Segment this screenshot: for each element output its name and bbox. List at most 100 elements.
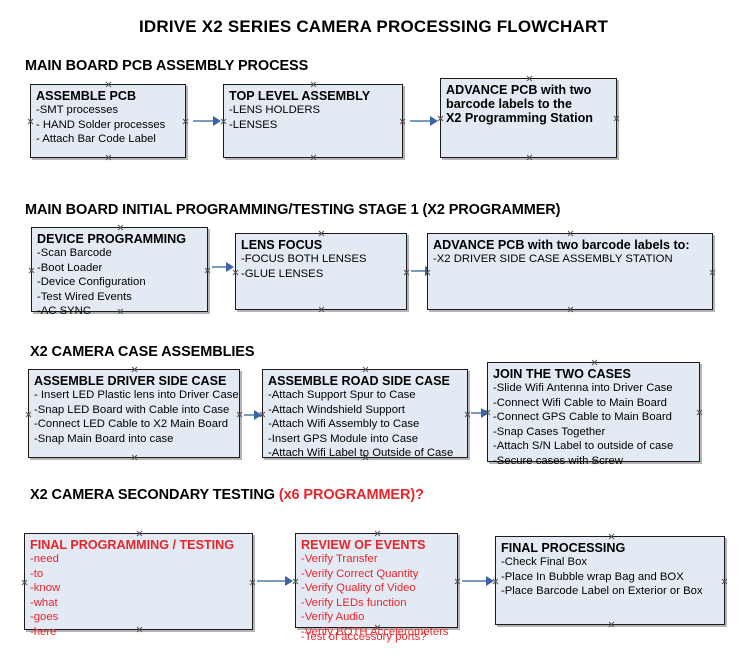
node-assemble-driver-side-case[interactable]: ASSEMBLE DRIVER SIDE CASE - Insert LED P… [28, 369, 240, 458]
node-title: TOP LEVEL ASSEMBLY [229, 89, 371, 103]
node-title: ADVANCE PCB with two [446, 83, 592, 97]
node-line: -here [30, 625, 57, 638]
node-overflow-line: -Test of accessory ports? [301, 631, 427, 643]
node-line: - HAND Solder processes [36, 118, 166, 131]
node-line: -Attach Support Spur to Case [268, 389, 416, 401]
node-join-the-two-cases[interactable]: JOIN THE TWO CASES -Slide Wifi Antenna i… [487, 359, 703, 467]
node-body: JOIN THE TWO CASES -Slide Wifi Antenna i… [493, 367, 697, 468]
connector-handle-top [591, 359, 598, 366]
node-line: -Slide Wifi Antenna into Driver Case [493, 382, 673, 394]
node-line: -Connect GPS Cable to Main Board [493, 411, 672, 423]
node-body: TOP LEVEL ASSEMBLY -LENS HOLDERS -LENSES [229, 89, 400, 132]
node-line: -Verify BOTH Accelerometers [301, 625, 449, 638]
node-assemble-road-side-case[interactable]: ASSEMBLE ROAD SIDE CASE -Attach Support … [262, 366, 468, 459]
section-heading-1-text: MAIN BOARD PCB ASSEMBLY PROCESS [25, 58, 309, 74]
node-line: -Connect Wifi Cable to Main Board [493, 396, 667, 409]
node-assemble-pcb[interactable]: ASSEMBLE PCB -SMT processes - HAND Solde… [30, 84, 186, 158]
connector-handle-right [399, 118, 406, 125]
connector-handle-left [220, 118, 227, 125]
node-line: -Place Barcode Label on Exterior or Box [501, 585, 703, 597]
connector-handle-right [204, 267, 211, 274]
node-title: ASSEMBLE PCB [36, 89, 137, 103]
node-line: - Insert LED Plastic lens into Driver Ca… [34, 389, 239, 401]
node-line: -Place In Bubble wrap Bag and BOX [501, 570, 684, 583]
node-final-processing[interactable]: FINAL PROCESSING -Check Final Box -Place… [495, 536, 725, 625]
arrow-shaft [410, 120, 431, 122]
arrow-connector [471, 408, 489, 418]
node-title: ASSEMBLE DRIVER SIDE CASE [34, 374, 227, 388]
node-title: FINAL PROGRAMMING / TESTING [30, 538, 235, 552]
node-body: LENS FOCUS -FOCUS BOTH LENSES -GLUE LENS… [241, 238, 404, 281]
node-line: - Attach Bar Code Label [36, 133, 156, 145]
node-title: DEVICE PROGRAMMING [37, 232, 187, 246]
node-lens-focus[interactable]: LENS FOCUS -FOCUS BOTH LENSES -GLUE LENS… [235, 233, 407, 310]
node-body: ASSEMBLE DRIVER SIDE CASE - Insert LED P… [34, 374, 239, 446]
node-top-level-assembly[interactable]: TOP LEVEL ASSEMBLY -LENS HOLDERS -LENSES [223, 84, 403, 158]
connector-handle-bottom [608, 621, 615, 628]
node-line: -Snap Main Board into case [34, 432, 174, 445]
node-line: -what [30, 596, 58, 609]
node-final-programming-testing[interactable]: FINAL PROGRAMMING / TESTING -need -to -k… [24, 533, 256, 638]
connector-handle-right [249, 579, 256, 586]
arrow-connector [244, 410, 262, 420]
section-heading-2-text: MAIN BOARD INITIAL PROGRAMMING/TESTING S… [25, 202, 561, 218]
arrow-head [213, 116, 221, 126]
node-line: -Verify Correct Quantity [301, 567, 419, 580]
connector-handle-left [437, 115, 444, 122]
node-body: ASSEMBLE PCB -SMT processes - HAND Solde… [36, 89, 183, 147]
node-line: -need [30, 553, 59, 565]
arrow-shaft [212, 266, 227, 268]
section-heading-1: MAIN BOARD PCB ASSEMBLY PROCESS [25, 58, 308, 74]
node-line: -Snap Cases Together [493, 425, 606, 438]
node-advance-pcb-driver-side-station[interactable]: ADVANCE PCB with two barcode labels to: … [427, 233, 713, 310]
node-line: -Insert GPS Module into Case [268, 432, 419, 445]
node-line: -Attach S/N Label to outside of case [493, 440, 674, 452]
node-line: -Scan Barcode [37, 247, 112, 259]
connector-handle-top [526, 75, 533, 82]
arrow-head [481, 408, 489, 418]
node-line: -Attach Wifi Label to Outside of Case [268, 447, 454, 459]
connector-handle-right [696, 409, 703, 416]
node-advance-pcb-programming-station[interactable]: ADVANCE PCB with two barcode labels to t… [440, 78, 617, 158]
node-body: DEVICE PROGRAMMING -Scan Barcode -Boot L… [37, 232, 205, 319]
connector-handle-top [608, 533, 615, 540]
node-body: FINAL PROCESSING -Check Final Box -Place… [501, 541, 722, 599]
connector-handle-right [454, 578, 461, 585]
node-line: -Verify LEDs function [301, 596, 407, 609]
node-line: -SMT processes [36, 104, 119, 116]
connector-handle-top [131, 366, 138, 373]
connector-handle-right [721, 578, 728, 585]
node-line: -Verify Quality of Video [301, 582, 416, 594]
node-line: -FOCUS BOTH LENSES [241, 253, 367, 265]
connector-handle-bottom [310, 154, 317, 161]
arrow-head [285, 576, 293, 586]
node-line: -Device Configuration [37, 276, 146, 288]
node-review-of-events[interactable]: REVIEW OF EVENTS -Verify Transfer -Verif… [295, 533, 461, 643]
node-body: ADVANCE PCB with two barcode labels to: … [433, 238, 710, 267]
arrow-shaft [471, 412, 482, 414]
node-line: -Verify Audio [301, 611, 365, 623]
node-device-programming[interactable]: DEVICE PROGRAMMING -Scan Barcode -Boot L… [31, 227, 211, 317]
node-body: FINAL PROGRAMMING / TESTING -need -to -k… [30, 538, 250, 639]
connector-handle-top [310, 81, 317, 88]
connector-handle-bottom [105, 154, 112, 161]
arrow-head [226, 262, 234, 272]
arrow-head [430, 116, 438, 126]
arrow-connector [257, 576, 293, 586]
arrow-shaft [257, 580, 286, 582]
section-heading-4-text: X2 CAMERA SECONDARY TESTING [30, 487, 279, 503]
arrow-connector [193, 116, 221, 126]
node-body: ADVANCE PCB with two barcode labels to t… [446, 83, 614, 125]
connector-handle-right [182, 118, 189, 125]
node-line: -Check Final Box [501, 556, 588, 568]
section-heading-3-text: X2 CAMERA CASE ASSEMBLIES [30, 344, 255, 360]
arrow-connector [212, 262, 234, 272]
arrow-connector [410, 116, 438, 126]
connector-handle-right [403, 269, 410, 276]
node-line: -AC SYNC [37, 305, 91, 317]
node-line: -to [30, 567, 44, 580]
node-title: ASSEMBLE ROAD SIDE CASE [268, 374, 450, 388]
node-line: -Connect LED Cable to X2 Main Board [34, 418, 229, 430]
connector-handle-top [362, 366, 369, 373]
